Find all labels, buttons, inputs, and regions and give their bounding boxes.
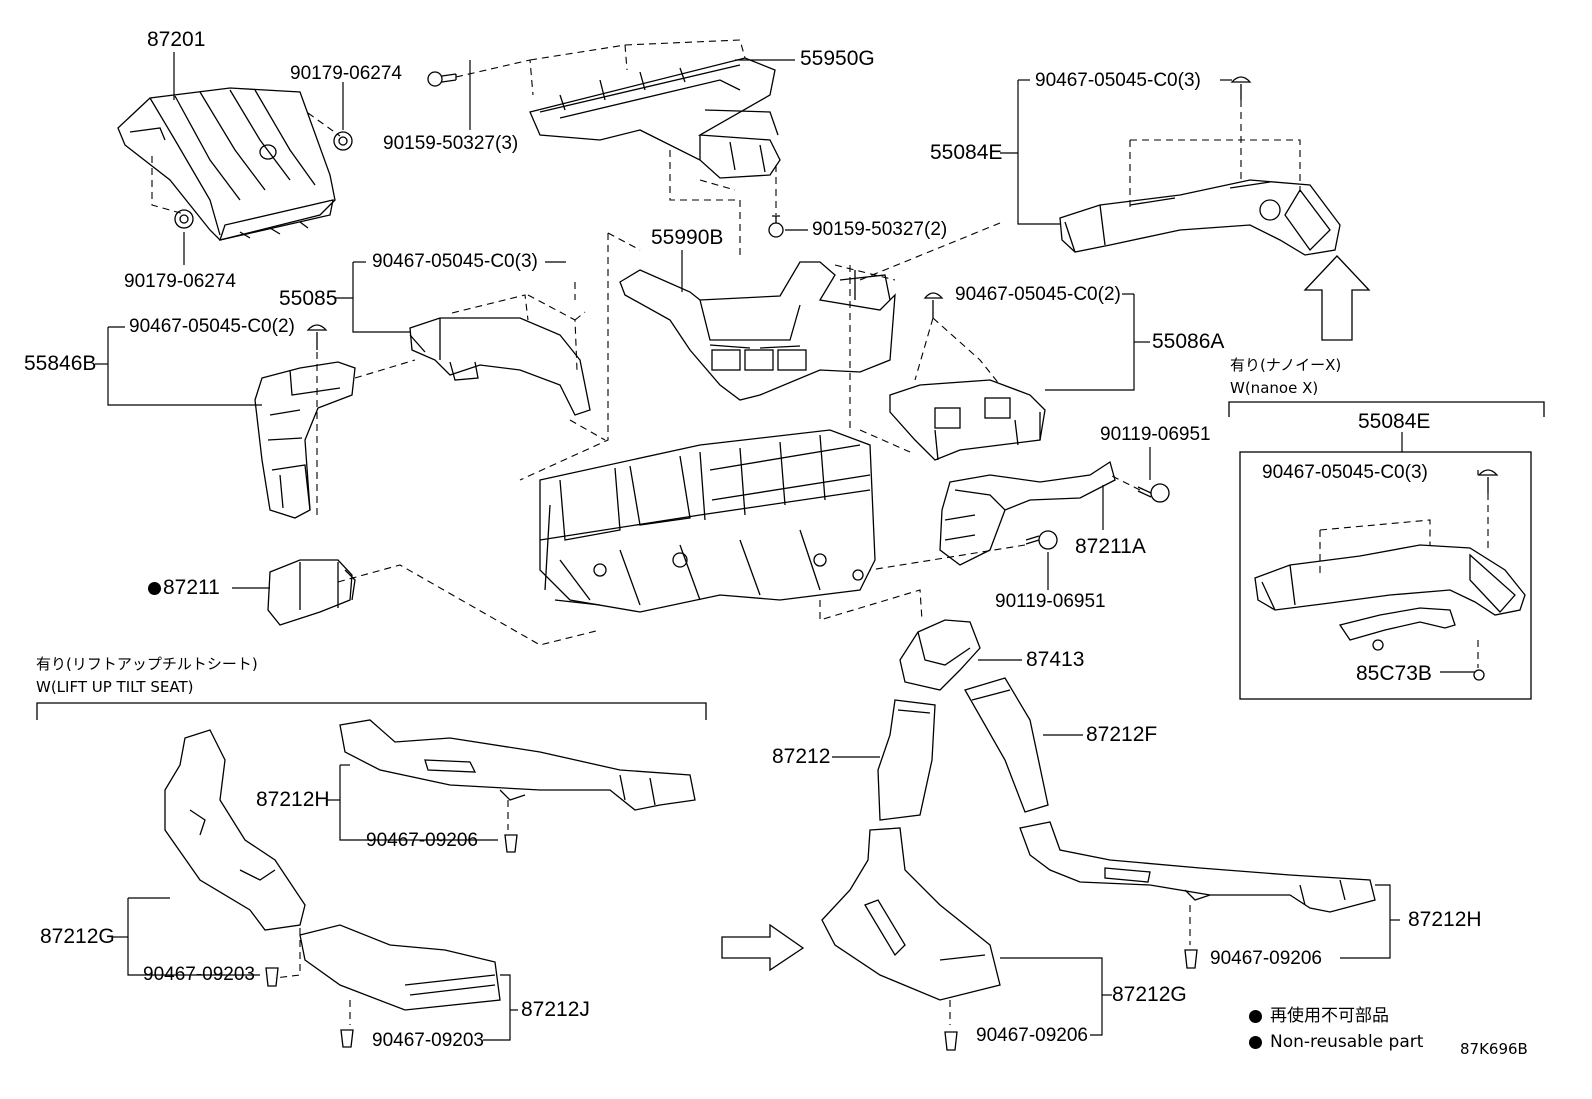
duct-87212G-right-shape — [821, 827, 1001, 1001]
duct-87212F-shape — [964, 677, 1049, 813]
duct-55846B-shape — [254, 361, 356, 519]
label-55950G: 55950G — [800, 47, 875, 70]
duct-55085-shape — [409, 317, 591, 416]
label-90467-05045-C0-3-mid: 90467-05045-C0(3) — [372, 251, 538, 272]
screw-90467-09206-left-shape — [504, 834, 518, 853]
label-87211: 87211 — [163, 576, 220, 599]
duct-55086A-shape — [889, 379, 1046, 461]
nanoe-option-box — [1239, 451, 1532, 700]
panel-55950G-shape — [529, 57, 781, 179]
right-arrow-shape — [721, 923, 805, 972]
label-90467-05045-C0-2-right: 90467-05045-C0(2) — [955, 284, 1121, 305]
dashed-guide-lines — [151, 39, 1489, 1025]
legend-jp: 再使用不可部品 — [1270, 1006, 1389, 1026]
duct-87212H-left-shape — [339, 719, 696, 811]
label-55846B: 55846B — [24, 352, 97, 375]
liftup-note-en: W(LIFT UP TILT SEAT) — [36, 678, 194, 696]
label-90467-05045-C0-3-box: 90467-05045-C0(3) — [1262, 462, 1428, 483]
console-55990B-shape — [619, 261, 896, 401]
duct-87212G-left-shape — [164, 729, 306, 931]
screw-90467-09206-right-shape — [1184, 949, 1198, 969]
label-55084E-box: 55084E — [1358, 410, 1431, 433]
label-90159-50327-3: 90159-50327(3) — [383, 133, 519, 154]
screw-90467-09203-a-shape — [265, 967, 279, 987]
label-87212F: 87212F — [1086, 723, 1158, 746]
duct-87212J-shape — [299, 924, 501, 1011]
non-reusable-marker-87211 — [148, 582, 161, 595]
bolt-90119-bottom-shape — [1025, 530, 1058, 550]
duct-87212-shape — [877, 699, 936, 821]
duct-87201-shape — [117, 87, 336, 241]
label-90467-09206-right: 90467-09206 — [1210, 948, 1322, 969]
screw-90467-09206-bottom-shape — [944, 1031, 958, 1051]
clip-55846B-shape — [306, 324, 328, 350]
label-55085: 55085 — [279, 287, 338, 310]
label-87212: 87212 — [772, 745, 831, 768]
nut-90179-bottom-shape — [174, 209, 194, 229]
bolt-90119-top-shape — [1137, 483, 1170, 503]
label-90159-50327-2: 90159-50327(2) — [812, 219, 948, 240]
label-87212G-right: 87212G — [1112, 983, 1187, 1006]
screw-85C73B-shape — [1372, 639, 1485, 681]
liftup-note-jp: 有り(リフトアップチルトシート) — [36, 655, 258, 673]
label-85C73B: 85C73B — [1356, 662, 1432, 685]
duct-55084E-top-shape — [1059, 179, 1341, 256]
label-90467-09206-bottom: 90467-09206 — [976, 1025, 1088, 1046]
nanoe-note-jp: 有り(ナノイーX) — [1230, 356, 1342, 374]
screw-90159-top-shape — [427, 71, 457, 87]
label-87212H-right: 87212H — [1408, 908, 1482, 931]
label-90467-09203-a: 90467-09203 — [143, 964, 255, 985]
label-90467-05045-C0-2-left: 90467-05045-C0(2) — [129, 316, 295, 337]
clip-top-right-shape — [1230, 76, 1252, 100]
screw-90159-mid-shape — [768, 215, 784, 238]
label-87212J: 87212J — [521, 998, 590, 1021]
legend-dot-en — [1249, 1036, 1262, 1049]
nanoe-option-bracket — [1228, 401, 1545, 417]
duct-55084E-box-shape — [1254, 544, 1526, 641]
duct-87211-shape — [267, 559, 356, 626]
duct-87212H-right-shape — [1019, 821, 1376, 913]
legend-en: Non-reusable part — [1270, 1032, 1424, 1052]
diagram-code: 87K696B — [1460, 1040, 1528, 1058]
label-90119-06951-bottom: 90119-06951 — [995, 591, 1106, 612]
leader-lines — [95, 52, 1479, 1041]
label-90179-06274-bottom: 90179-06274 — [124, 271, 236, 292]
label-90119-06951-top: 90119-06951 — [1100, 424, 1211, 445]
label-90467-09206-left: 90467-09206 — [366, 830, 478, 851]
label-55990B: 55990B — [651, 226, 724, 249]
label-55084E-top: 55084E — [930, 141, 1003, 164]
label-90179-06274-top: 90179-06274 — [290, 63, 402, 84]
duct-87211A-shape — [939, 460, 1116, 566]
screw-90467-09203-b-shape — [340, 1029, 354, 1048]
duct-87413-shape — [899, 619, 981, 691]
clip-box-shape — [1477, 469, 1499, 493]
nanoe-note-en: W(nanoe X) — [1230, 379, 1319, 397]
label-87211A: 87211A — [1075, 535, 1146, 558]
label-90467-09203-b: 90467-09203 — [372, 1030, 484, 1051]
label-87413: 87413 — [1026, 648, 1085, 671]
nut-90179-top-shape — [333, 131, 353, 151]
clip-55086A-shape — [923, 292, 944, 318]
legend-dot-jp — [1249, 1010, 1262, 1023]
up-arrow-shape — [1303, 255, 1371, 341]
liftup-option-bracket — [36, 702, 707, 720]
label-87212G-left: 87212G — [40, 925, 115, 948]
label-55086A: 55086A — [1152, 330, 1225, 353]
label-87212H-left: 87212H — [256, 788, 330, 811]
label-87201: 87201 — [147, 28, 206, 51]
hvac-unit-shape — [539, 429, 876, 613]
label-90467-05045-C0-3-top-right: 90467-05045-C0(3) — [1035, 70, 1201, 91]
